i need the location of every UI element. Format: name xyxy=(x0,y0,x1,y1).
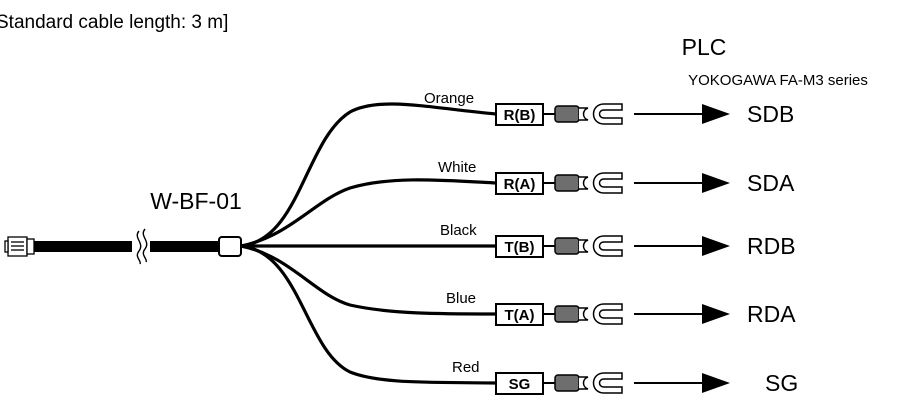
wire-color-label: Red xyxy=(452,359,480,376)
crimp-barrel-icon xyxy=(579,376,589,390)
wire-blue xyxy=(240,244,497,316)
crimp-sleeve-icon xyxy=(554,305,580,323)
cable-name: W-BF-01 xyxy=(150,188,242,214)
crimp-sleeve-icon xyxy=(554,374,580,392)
terminal-label: SG xyxy=(509,376,531,393)
arrow-head-icon xyxy=(702,104,730,124)
wire-color-label: Black xyxy=(440,222,477,239)
wire-row: Red SG SG xyxy=(452,359,798,396)
wire-color-label: White xyxy=(438,159,476,176)
spade-terminal-icon xyxy=(592,303,623,325)
arrow-head-icon xyxy=(702,304,730,324)
terminal-label: R(B) xyxy=(504,107,536,124)
crimp-sleeve-icon xyxy=(554,105,580,123)
signal-name: RDA xyxy=(747,301,796,327)
terminal-label: T(A) xyxy=(505,307,535,324)
crimp-sleeve-icon xyxy=(554,174,580,192)
wire-row: Orange R(B) SDB xyxy=(424,90,794,127)
arrow-head-icon xyxy=(702,236,730,256)
spade-terminal-icon xyxy=(592,103,623,125)
crimp-barrel-icon xyxy=(579,239,589,253)
wire-row: White R(A) SDA xyxy=(438,159,795,196)
cable-sleeve xyxy=(218,236,242,257)
cable-length-note: Standard cable length: 3 m] xyxy=(0,12,228,33)
wire-white xyxy=(240,178,497,248)
crimp-sleeve-icon xyxy=(554,237,580,255)
crimp-barrel-icon xyxy=(579,176,589,190)
cable-body xyxy=(34,241,220,252)
rj-connector-icon xyxy=(4,236,35,257)
crimp-barrel-icon xyxy=(579,107,589,121)
spade-terminal-icon xyxy=(592,172,623,194)
wire-orange xyxy=(240,102,497,248)
arrow-head-icon xyxy=(702,373,730,393)
arrow-head-icon xyxy=(702,173,730,193)
plc-series-label: YOKOGAWA FA-M3 series xyxy=(688,72,868,89)
terminal-label: T(B) xyxy=(505,239,535,256)
fanout-wires xyxy=(240,102,497,385)
signal-name: SDB xyxy=(747,101,794,127)
crimp-barrel-icon xyxy=(579,307,589,321)
plc-title: PLC xyxy=(682,34,727,60)
spade-terminal-icon xyxy=(592,372,623,394)
signal-name: RDB xyxy=(747,233,796,259)
cable-break-icon xyxy=(136,228,148,265)
signal-name: SDA xyxy=(747,170,795,196)
wire-row: Black T(B) RDB xyxy=(440,222,796,259)
signal-name: SG xyxy=(765,370,798,396)
wire-row: Blue T(A) RDA xyxy=(446,290,796,327)
terminal-label: R(A) xyxy=(504,176,536,193)
wire-color-label: Orange xyxy=(424,90,474,107)
spade-terminal-icon xyxy=(592,235,623,257)
wire-red xyxy=(240,244,497,385)
wire-color-label: Blue xyxy=(446,290,476,307)
